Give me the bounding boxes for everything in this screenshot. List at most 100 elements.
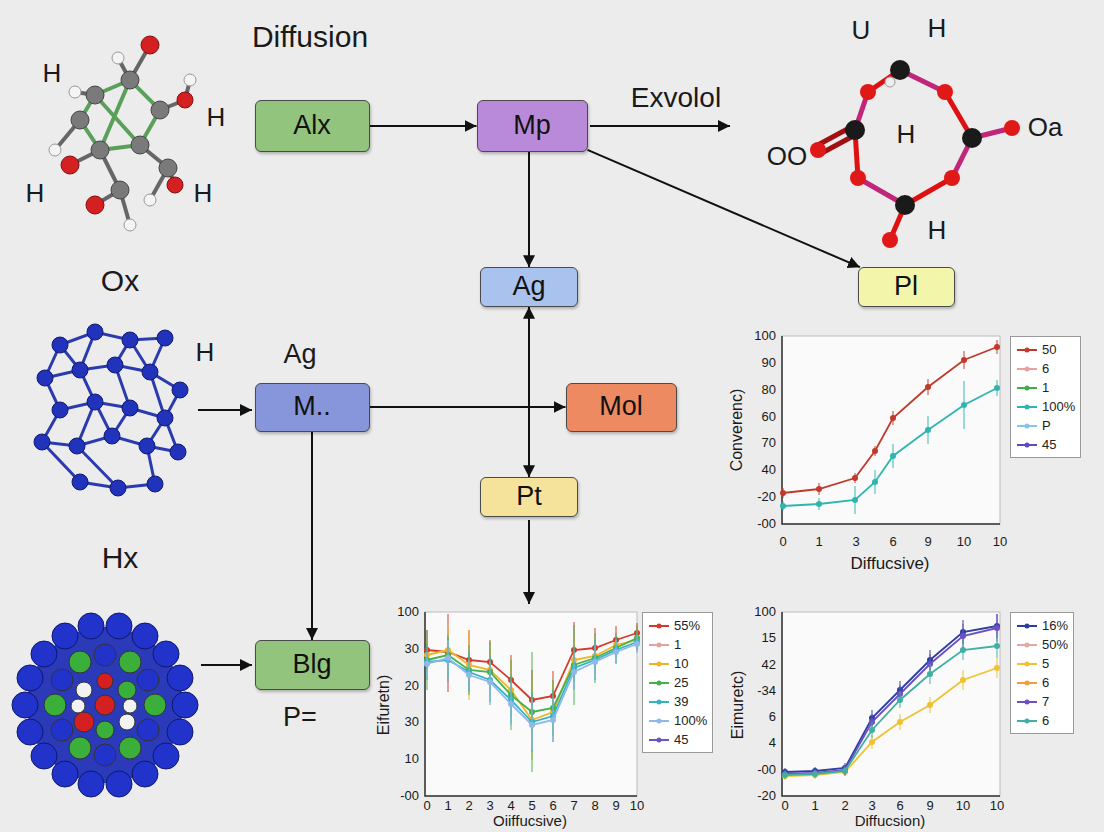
tick-label: 2	[841, 799, 848, 813]
data-point	[960, 647, 966, 653]
nanoparticle-part-part	[106, 613, 132, 639]
atom-cluster-part-part	[139, 438, 155, 454]
legend-dot	[657, 661, 662, 666]
chart-frame-part	[782, 336, 1000, 524]
legend-sample	[1016, 640, 1038, 650]
legend-text: 45	[674, 732, 688, 747]
data-point	[925, 427, 931, 433]
atom-cluster-part-part	[104, 428, 120, 444]
tick-label: 100	[754, 605, 776, 619]
legend-dot	[1025, 366, 1030, 371]
tick-label: 30	[405, 642, 419, 656]
process-box: M..	[255, 383, 370, 432]
data-point	[780, 503, 786, 509]
legend-sample	[1016, 440, 1038, 450]
nanoparticle-part	[27, 627, 183, 783]
atom-label: U	[852, 16, 871, 45]
atom-cluster-part-part	[72, 474, 88, 490]
tick-label: 0	[779, 535, 786, 549]
atom-label: H	[43, 59, 62, 88]
ring-molecule-part	[845, 60, 982, 215]
tick-label: 10	[990, 799, 1004, 813]
legend-sample	[648, 716, 670, 726]
cage-molecule-part-part	[80, 80, 160, 150]
nanoparticle-part-part	[31, 743, 57, 769]
nanoparticle-part-part	[118, 681, 136, 699]
nanoparticle-part-part	[52, 623, 78, 649]
legend-text: 16%	[1042, 618, 1068, 633]
data-point	[869, 739, 875, 745]
tick-label: 3	[852, 535, 859, 549]
connector-arrow	[588, 150, 860, 267]
nanoparticle-part-part	[132, 761, 158, 787]
illustration-arrow-part	[590, 125, 730, 127]
data-point	[872, 479, 878, 485]
cage-molecule-part-part	[71, 111, 89, 129]
tick-label: 10	[957, 535, 971, 549]
legend-text: 45	[1042, 437, 1056, 452]
legend-row: 6	[1016, 673, 1068, 692]
data-point	[466, 672, 472, 678]
tick-label: 8	[591, 799, 598, 813]
nanoparticle-part-part	[17, 719, 43, 745]
atom-cluster-part	[34, 324, 188, 496]
nanoparticle-part-part	[52, 761, 78, 787]
nanoparticle-part-part	[153, 641, 179, 667]
cage-molecule-part-part	[144, 194, 156, 206]
nanoparticle-part-part	[74, 712, 94, 732]
atom-cluster-part-part	[52, 402, 68, 418]
legend-text: 50%	[1042, 637, 1068, 652]
tick-label: 1	[444, 799, 451, 813]
legend-sample	[1016, 345, 1038, 355]
atom-cluster-part-part	[87, 394, 103, 410]
box-text: Mol	[599, 392, 643, 422]
figure-label: Hx	[102, 541, 139, 574]
legend-row: 50	[1016, 340, 1075, 359]
nanoparticle-part-part	[153, 743, 179, 769]
legend-sample	[1016, 402, 1038, 412]
atom-cluster-part-part	[110, 480, 126, 496]
series-line	[785, 668, 997, 776]
tick-label: -00	[757, 763, 776, 777]
legend-text: 5	[1042, 656, 1049, 671]
chart-legend: 16%50%5676	[1010, 612, 1074, 734]
nanoparticle-part-part	[51, 719, 73, 741]
tick-label: 0	[423, 799, 430, 813]
cage-molecule-part-part	[112, 52, 124, 64]
chart-legend: 5061100%P45	[1010, 336, 1081, 458]
legend-sample	[1016, 716, 1038, 726]
tick-label: 30	[405, 715, 419, 729]
process-box: Pl	[858, 267, 955, 307]
data-point	[994, 385, 1000, 391]
legend-row: 100%	[1016, 397, 1075, 416]
atom-cluster-part-part	[122, 400, 138, 416]
legend-sample	[1016, 421, 1038, 431]
legend-row: 25	[648, 673, 707, 692]
cage-molecule-part	[71, 71, 177, 199]
atom-cluster-part-part	[69, 438, 85, 454]
process-box: Mp	[477, 100, 588, 152]
data-point	[782, 772, 788, 778]
axis-title: Converenc)	[728, 389, 746, 472]
series-line	[785, 628, 997, 774]
legend-sample	[648, 735, 670, 745]
ring-molecule-part-part	[850, 170, 866, 186]
box-text: Blg	[292, 650, 331, 680]
data-point	[890, 453, 896, 459]
error-bar	[468, 645, 469, 695]
nanoparticle-part-part	[144, 694, 166, 716]
cage-molecule-part-part	[124, 219, 136, 231]
data-point	[592, 659, 598, 665]
legend-sample	[648, 678, 670, 688]
legend-sample	[1016, 678, 1038, 688]
process-box: Ag	[480, 267, 578, 307]
legend-text: 50	[1042, 342, 1056, 357]
series-line	[783, 388, 997, 506]
legend-sample	[1016, 659, 1038, 669]
data-point	[994, 643, 1000, 649]
legend-text: 6	[1042, 713, 1049, 728]
error-bar	[615, 633, 616, 663]
nanoparticle-part-part	[119, 737, 141, 759]
data-series	[780, 380, 1000, 514]
data-series	[424, 625, 640, 760]
